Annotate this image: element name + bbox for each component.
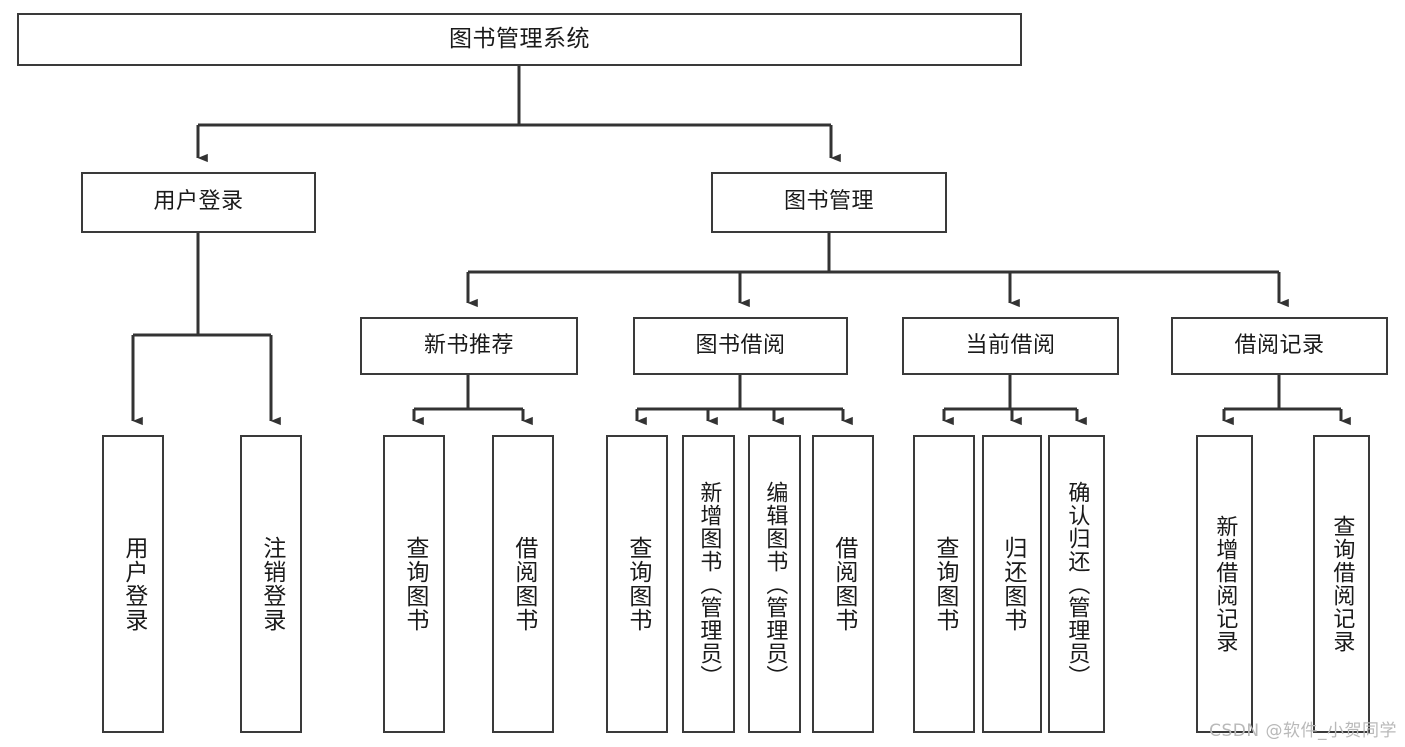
connector-current-borrow-to-leaves xyxy=(942,375,1087,426)
leaf-add-borrow-record[interactable]: 新增借阅记录 xyxy=(1196,435,1253,733)
connector-book-borrow-to-leaves xyxy=(635,375,853,426)
leaf-return-books[interactable]: 归还图书 xyxy=(982,435,1042,733)
node-label: 注销登录 xyxy=(258,536,285,632)
node-label: 借阅记录 xyxy=(1234,332,1325,358)
node-label: 新增借阅记录 xyxy=(1212,515,1238,653)
node-label: 当前借阅 xyxy=(965,332,1056,358)
node-label: 用户登录 xyxy=(153,189,244,215)
leaf-borrow-books-new-recommend[interactable]: 借阅图书 xyxy=(492,435,554,733)
node-label: 查询图书 xyxy=(931,536,958,632)
leaf-query-books-new-recommend[interactable]: 查询图书 xyxy=(383,435,445,733)
node-label: 查询图书 xyxy=(401,536,428,632)
connector-root-to-level1 xyxy=(196,66,841,163)
connector-user-login-to-leaves xyxy=(131,233,281,426)
leaf-query-borrow-record[interactable]: 查询借阅记录 xyxy=(1313,435,1370,733)
leaf-add-book-admin[interactable]: 新增图书（管理员） xyxy=(682,435,735,733)
node-root-book-management-system[interactable]: 图书管理系统 xyxy=(17,13,1022,66)
node-label: 图书借阅 xyxy=(695,332,786,358)
leaf-logout[interactable]: 注销登录 xyxy=(240,435,302,733)
connector-borrow-record-to-leaves xyxy=(1222,375,1351,426)
node-book-borrow[interactable]: 图书借阅 xyxy=(633,317,848,375)
connector-new-book-to-leaves xyxy=(412,375,533,426)
node-label: 编辑图书（管理员） xyxy=(762,480,788,688)
leaf-borrow-books[interactable]: 借阅图书 xyxy=(812,435,874,733)
leaf-query-books-borrow[interactable]: 查询图书 xyxy=(606,435,668,733)
node-label: 图书管理系统 xyxy=(449,25,590,52)
node-label: 借阅图书 xyxy=(830,536,857,632)
leaf-user-login[interactable]: 用户登录 xyxy=(102,435,164,733)
node-label: 用户登录 xyxy=(120,536,147,632)
node-borrow-record[interactable]: 借阅记录 xyxy=(1171,317,1388,375)
node-label: 新书推荐 xyxy=(423,332,514,358)
node-label: 确认归还（管理员） xyxy=(1064,480,1090,688)
node-label: 归还图书 xyxy=(999,536,1026,632)
node-label: 新增图书（管理员） xyxy=(696,480,722,688)
node-book-management[interactable]: 图书管理 xyxy=(711,172,947,233)
node-label: 查询借阅记录 xyxy=(1329,515,1355,653)
node-new-book-recommendation[interactable]: 新书推荐 xyxy=(360,317,578,375)
node-label: 查询图书 xyxy=(624,536,651,632)
leaf-edit-book-admin[interactable]: 编辑图书（管理员） xyxy=(748,435,801,733)
node-label: 借阅图书 xyxy=(510,536,537,632)
node-user-login[interactable]: 用户登录 xyxy=(81,172,316,233)
leaf-confirm-return-admin[interactable]: 确认归还（管理员） xyxy=(1048,435,1105,733)
node-label: 图书管理 xyxy=(783,189,874,215)
leaf-query-books-current[interactable]: 查询图书 xyxy=(913,435,975,733)
node-current-borrow[interactable]: 当前借阅 xyxy=(902,317,1119,375)
connector-book-mgmt-to-level2 xyxy=(466,233,1289,308)
